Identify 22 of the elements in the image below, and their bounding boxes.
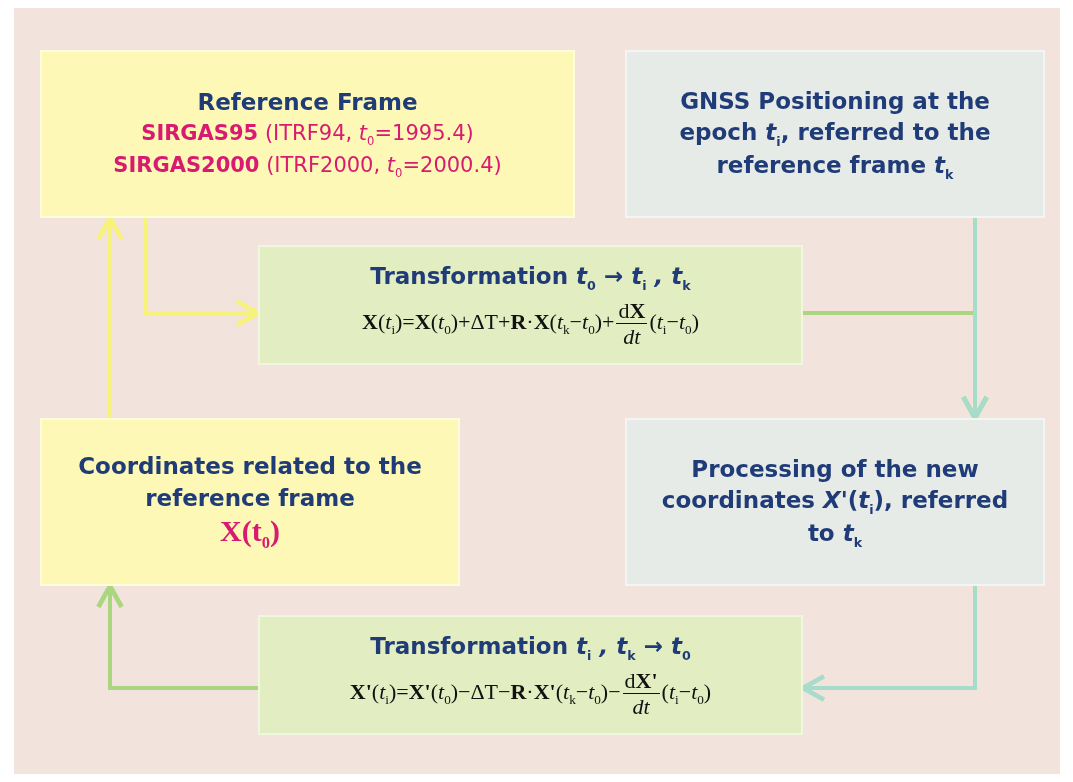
heading: Coordinates related to the reference frame xyxy=(77,452,423,513)
heading: Transformation t$_{0}$ → t$_{i}$ , t$_{k}$ xyxy=(370,261,691,294)
symbol-text: X(t$_{0}$) xyxy=(219,513,281,553)
fraction: dX' dt xyxy=(622,667,660,720)
formula: (t$_{i}$−t$_{0}$) xyxy=(661,678,712,708)
heading: Transformation t$_{i}$ , t$_{k}$ → t$_{0}$ xyxy=(370,631,691,664)
arrow xyxy=(961,218,989,421)
processing-box xyxy=(625,418,1045,586)
fraction: dX dt xyxy=(616,297,648,350)
heading: GNSS Positioning at the epoch t$_{i}$, referred to the reference frame t$_{k}$ xyxy=(678,86,992,183)
transformation-box xyxy=(258,615,803,735)
formula: (t$_{i}$−t$_{0}$) xyxy=(649,308,699,338)
frame-text: SIRGAS2000 (ITRF2000, t$_{0}$=2000.4) xyxy=(112,151,503,182)
heading: Reference Frame xyxy=(196,87,419,117)
transformation-box xyxy=(258,245,803,365)
heading: Processing of the new coordinates X'(t$_{i}$), referred to t$_{k}$ xyxy=(660,454,1010,551)
formula: X(t$_{i}$)=X(t$_{0}$)+ΔT+R·X(t$_{k}$−t$_{0}$)+ xyxy=(362,308,615,338)
frame-text: SIRGAS95 (ITRF94, t$_{0}$=1995.4) xyxy=(140,119,475,150)
formula: X'(t$_{i}$)=X'(t$_{0}$)−ΔT−R·X'(t$_{k}$−t$_{0}$)− xyxy=(349,678,621,708)
reference-frame-box xyxy=(40,50,575,218)
coordinates-box xyxy=(40,418,460,586)
positioning-box xyxy=(625,50,1045,218)
